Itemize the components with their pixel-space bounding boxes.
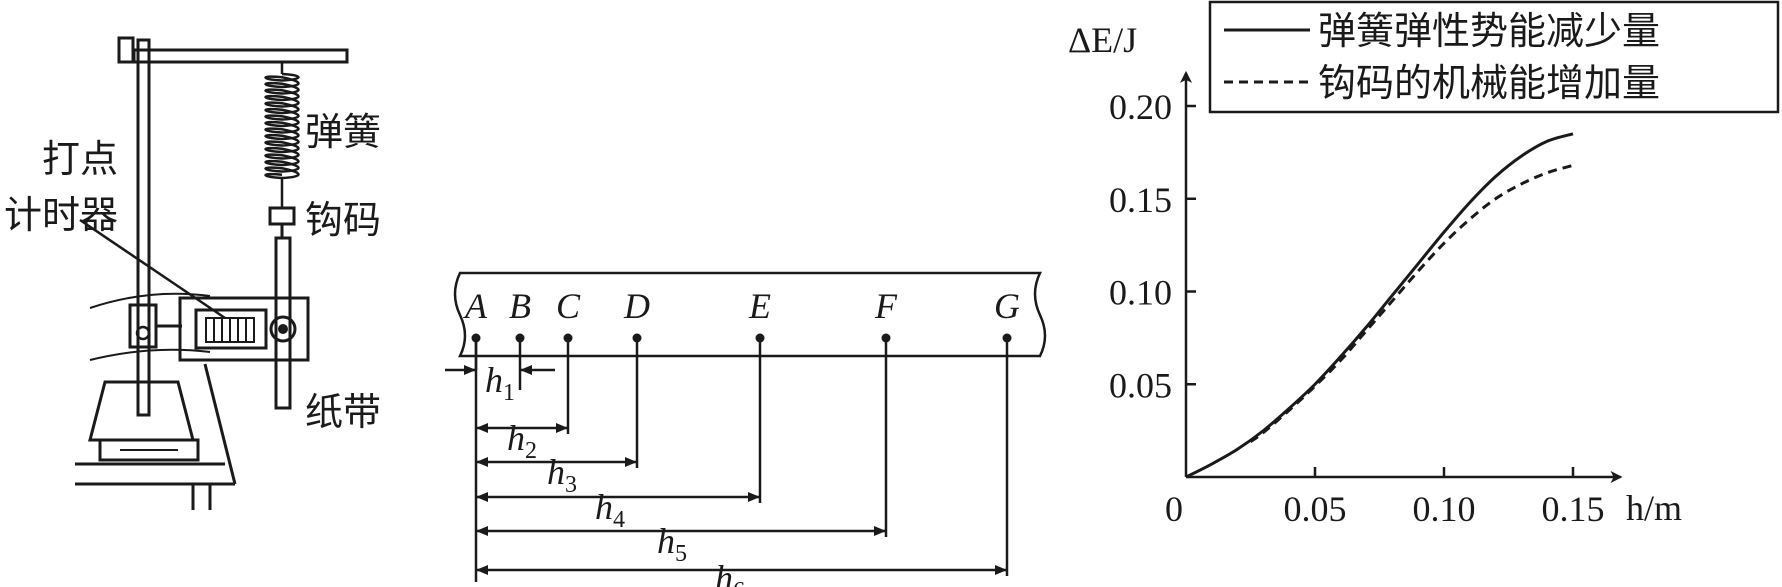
support-rod [136, 38, 151, 417]
x-axis-label: h/m [1626, 488, 1682, 528]
tape-point-label-G: G [994, 286, 1020, 326]
timer-label-line2: 计时器 [4, 193, 118, 237]
timer-leader-line [79, 218, 226, 320]
y-tick-label-1: 0.10 [1109, 273, 1172, 313]
energy-chart: 0.05 0.10 0.15 0.05 0.10 0.15 0.20 0 ΔE/J h/m… [1068, 0, 1780, 529]
h-label-6: h6 [715, 558, 745, 587]
tape-point-label-B: B [509, 286, 531, 326]
h-label-3: h3 [547, 452, 577, 498]
y-tick-label-2: 0.15 [1109, 180, 1172, 220]
tape-label: 纸带 [305, 390, 381, 434]
apparatus-panel: 弹簧 钩码 打点 计时器 纸带 [4, 36, 381, 510]
tape-point-label-A: A [463, 286, 488, 326]
legend-dashed-label: 钩码的机械能增加量 [1318, 61, 1660, 105]
y-axis-label: ΔE/J [1068, 20, 1137, 60]
y-tick-label-3: 0.20 [1109, 87, 1172, 127]
stand-base [88, 380, 195, 442]
paper-tape [453, 271, 1047, 358]
hook-weight [268, 206, 296, 226]
timer-label-line1: 打点 [42, 137, 118, 181]
x-ticks: 0.05 0.10 0.15 [1284, 467, 1605, 529]
h-label-1: h1 [485, 360, 515, 406]
x-tick-label-0: 0.05 [1284, 489, 1347, 529]
tape-point-label-C: C [556, 286, 581, 326]
y-tick-label-0: 0.05 [1109, 365, 1172, 405]
tape-point-label-E: E [748, 286, 771, 326]
x-tick-label-2: 0.15 [1542, 489, 1605, 529]
top-clamp [117, 36, 135, 64]
h-label-4: h4 [595, 487, 625, 533]
legend-box [1208, 0, 1780, 114]
tape-point-label-F: F [874, 286, 898, 326]
x-tick-label-1: 0.10 [1413, 489, 1476, 529]
spring-label: 弹簧 [305, 110, 381, 154]
timer-housing [178, 296, 310, 362]
legend-solid-label: 弹簧弹性势能减少量 [1318, 9, 1660, 53]
tape-point-label-D: D [623, 286, 650, 326]
series-elastic-energy-decrease [1185, 132, 1574, 479]
paper-tape-vertical [274, 236, 292, 410]
origin-label: 0 [1165, 489, 1183, 529]
support-arm [132, 48, 349, 64]
series-mechanical-energy-increase [1249, 163, 1574, 443]
spring [264, 62, 300, 208]
y-ticks: 0.05 0.10 0.15 0.20 [1109, 87, 1196, 405]
h-label-5: h5 [657, 521, 687, 567]
hook-label: 钩码 [305, 198, 381, 242]
timer-wheel [269, 315, 297, 343]
h-label-2: h2 [507, 418, 537, 464]
